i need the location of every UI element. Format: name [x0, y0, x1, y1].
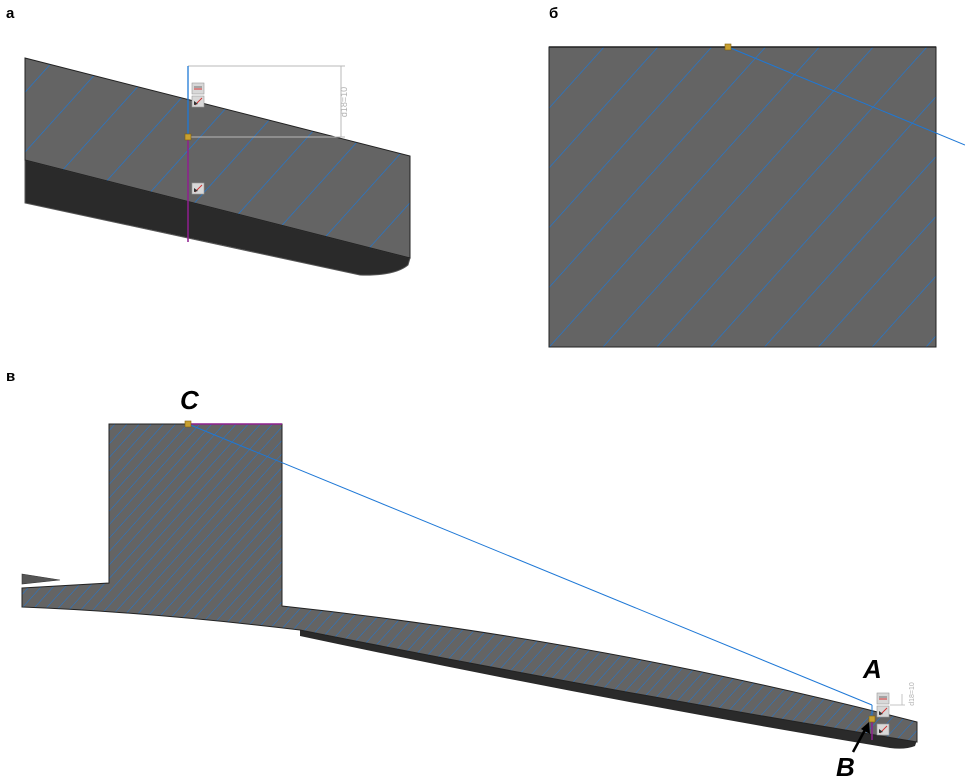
part-section: [21, 423, 918, 743]
top-face: [24, 57, 411, 259]
point-marker[interactable]: [724, 43, 732, 51]
arrow-icon: [851, 722, 870, 753]
roughness-icon[interactable]: [191, 82, 205, 95]
point-marker-b[interactable]: [868, 715, 876, 723]
section-face: [548, 46, 937, 348]
point-label-b: B: [836, 752, 855, 781]
underside: [24, 159, 411, 276]
datum-line: [727, 46, 965, 146]
left-sliver: [21, 573, 61, 585]
point-label-c: C: [180, 385, 200, 415]
panel-a-label: а: [6, 5, 15, 22]
point-marker-c[interactable]: [184, 420, 192, 428]
panel-a: а d18=10: [6, 5, 411, 276]
roughness-icon[interactable]: [876, 692, 890, 705]
panel-c-label: в: [6, 368, 15, 385]
panel-b-label: б: [549, 5, 558, 22]
panel-b: б: [548, 5, 965, 348]
datum-line: [187, 423, 873, 706]
point-label-a: A: [862, 654, 882, 684]
point-marker[interactable]: [184, 133, 192, 141]
weld-icon[interactable]: [191, 182, 205, 195]
weld-icon[interactable]: [876, 723, 890, 736]
weld-icon[interactable]: [876, 705, 890, 718]
dimension-text[interactable]: d18=10: [339, 87, 349, 117]
dimension-text[interactable]: d18=10: [909, 682, 916, 706]
panel-c: в d18=10 C A B: [6, 368, 918, 781]
weld-icon[interactable]: [191, 95, 205, 108]
